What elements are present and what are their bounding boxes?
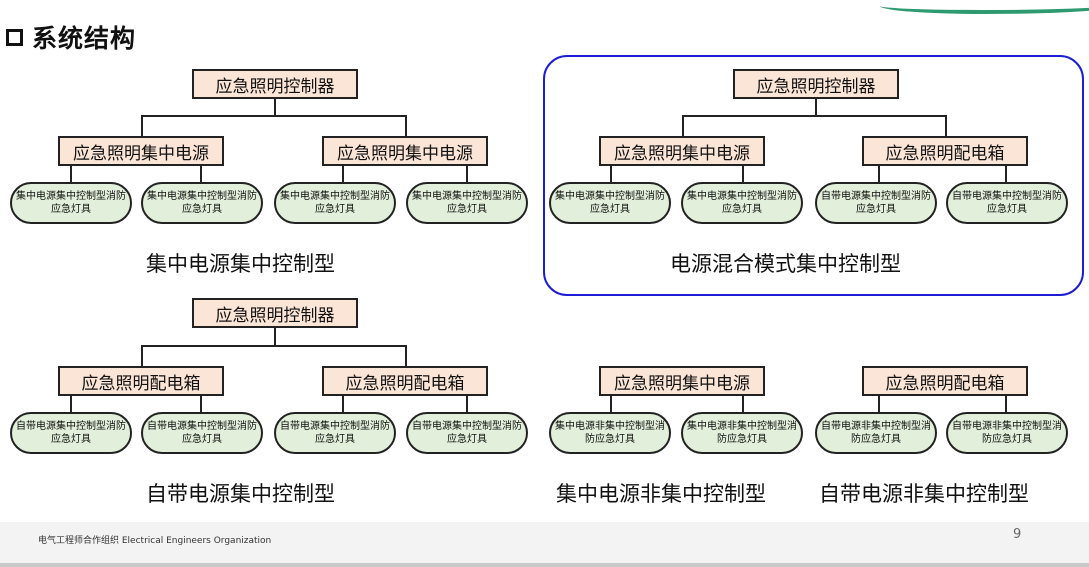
connector-line xyxy=(878,166,880,183)
fixture-pill: 集中电源集中控制型消防应急灯具 xyxy=(10,182,132,224)
central-power-box: 应急照明集中电源 xyxy=(599,136,765,166)
connector-line xyxy=(200,166,202,183)
connector-line xyxy=(405,115,407,137)
caption-central-noncontrolled: 集中电源非集中控制型 xyxy=(556,482,766,506)
connector-line xyxy=(815,99,817,116)
fixture-pill: 集中电源非集中控制型消防应急灯具 xyxy=(681,412,803,454)
slide-title: 系统结构 xyxy=(6,19,136,55)
connector-line xyxy=(878,396,880,413)
connector-line xyxy=(610,396,612,413)
controller-box: 应急照明控制器 xyxy=(192,69,358,99)
connector-line xyxy=(682,115,947,117)
central-power-box: 应急照明集中电源 xyxy=(58,136,224,166)
fixture-pill: 自带电源非集中控制型消防应急灯具 xyxy=(946,412,1068,454)
fixture-pill: 自带电源集中控制型消防应急灯具 xyxy=(946,182,1068,224)
bottom-divider xyxy=(0,563,1089,567)
connector-line xyxy=(141,345,407,347)
controller-box: 应急照明控制器 xyxy=(192,298,358,328)
distribution-box: 应急照明配电箱 xyxy=(322,366,488,396)
corner-accent xyxy=(880,0,1089,14)
connector-line xyxy=(405,345,407,367)
fixture-pill: 集中电源集中控制型消防应急灯具 xyxy=(681,182,803,224)
caption-self-controlled: 自带电源集中控制型 xyxy=(146,482,335,506)
connector-line xyxy=(742,166,744,183)
connector-line xyxy=(274,328,276,346)
fixture-pill: 自带电源集中控制型消防应急灯具 xyxy=(141,412,263,454)
connector-line xyxy=(1005,166,1007,183)
connector-line xyxy=(466,396,468,413)
distribution-box: 应急照明配电箱 xyxy=(862,136,1028,166)
caption-mixed-mode: 电源混合模式集中控制型 xyxy=(670,252,901,276)
footer-organization: 电气工程师合作组织 Electrical Engineers Organizat… xyxy=(38,536,272,546)
central-power-box: 应急照明集中电源 xyxy=(322,136,488,166)
connector-line xyxy=(70,396,72,413)
connector-line xyxy=(141,115,143,137)
distribution-box: 应急照明配电箱 xyxy=(58,366,224,396)
connector-line xyxy=(141,345,143,367)
connector-line xyxy=(466,166,468,183)
footer-band xyxy=(0,522,1089,567)
fixture-pill: 自带电源集中控制型消防应急灯具 xyxy=(10,412,132,454)
fixture-pill: 自带电源集中控制型消防应急灯具 xyxy=(274,412,396,454)
connector-line xyxy=(274,99,276,116)
connector-line xyxy=(610,166,612,183)
fixture-pill: 自带电源集中控制型消防应急灯具 xyxy=(815,182,937,224)
connector-line xyxy=(945,115,947,137)
fixture-pill: 集中电源非集中控制型消防应急灯具 xyxy=(549,412,671,454)
square-bullet-icon xyxy=(6,28,23,46)
page-number: 9 xyxy=(1013,527,1022,542)
fixture-pill: 集中电源集中控制型消防应急灯具 xyxy=(141,182,263,224)
connector-line xyxy=(342,166,344,183)
slide: 系统结构 应急照明控制器 应急照明集中电源 应急照明集中电源 集中电源集中控制型… xyxy=(6,0,1089,506)
connector-line xyxy=(1005,396,1007,413)
fixture-pill: 自带电源非集中控制型消防应急灯具 xyxy=(815,412,937,454)
connector-line xyxy=(682,115,684,137)
central-power-box: 应急照明集中电源 xyxy=(599,366,765,396)
slide-title-text: 系统结构 xyxy=(32,24,137,53)
caption-self-noncontrolled: 自带电源非集中控制型 xyxy=(819,482,1029,506)
fixture-pill: 集中电源集中控制型消防应急灯具 xyxy=(406,182,528,224)
connector-line xyxy=(200,396,202,413)
fixture-pill: 自带电源集中控制型消防应急灯具 xyxy=(406,412,528,454)
fixture-pill: 集中电源集中控制型消防应急灯具 xyxy=(274,182,396,224)
connector-line xyxy=(342,396,344,413)
connector-line xyxy=(742,396,744,413)
caption-central-controlled: 集中电源集中控制型 xyxy=(146,252,335,276)
distribution-box: 应急照明配电箱 xyxy=(862,366,1028,396)
fixture-pill: 集中电源集中控制型消防应急灯具 xyxy=(549,182,671,224)
highlight-frame xyxy=(543,55,1084,296)
controller-box: 应急照明控制器 xyxy=(733,69,899,99)
connector-line xyxy=(141,115,407,117)
connector-line xyxy=(70,166,72,183)
